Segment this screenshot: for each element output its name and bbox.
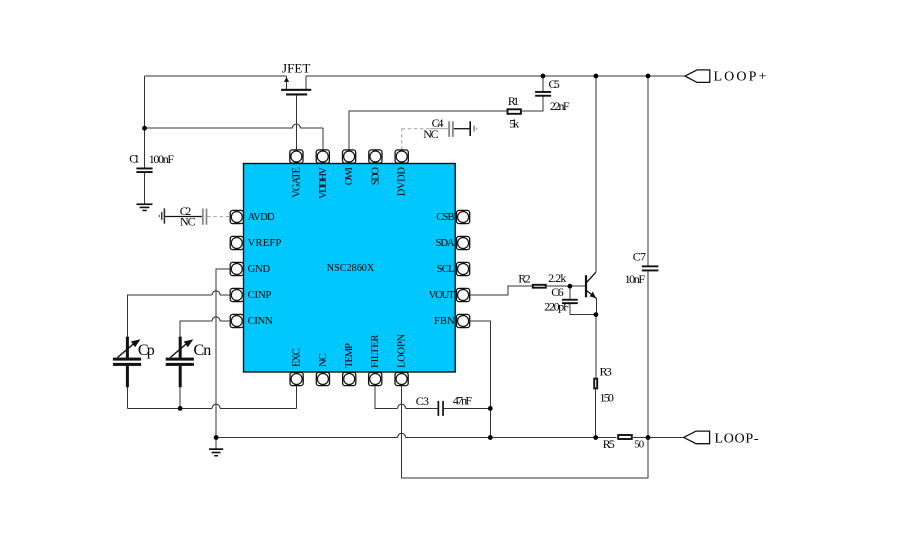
svg-text:NC: NC [180, 214, 196, 228]
svg-text:NSC2860X: NSC2860X [327, 263, 375, 274]
svg-text:2.2k: 2.2k [548, 271, 566, 285]
svg-text:VOUT: VOUT [429, 290, 456, 301]
svg-text:SCL: SCL [437, 264, 455, 275]
svg-text:FBN: FBN [434, 316, 455, 327]
svg-text:Cp: Cp [138, 342, 155, 359]
svg-text:AVDD: AVDD [248, 212, 275, 223]
svg-text:22nF: 22nF [550, 99, 570, 113]
svg-text:CINP: CINP [248, 290, 272, 301]
svg-text:GND: GND [248, 264, 271, 275]
svg-text:10nF: 10nF [625, 272, 646, 286]
svg-text:NC: NC [423, 127, 438, 141]
svg-text:JFET: JFET [282, 61, 310, 76]
svg-text:SDA: SDA [436, 238, 455, 249]
svg-text:220pF: 220pF [544, 300, 570, 314]
svg-text:LOOPN: LOOPN [397, 333, 408, 368]
svg-text:5k: 5k [509, 116, 519, 130]
svg-text:C1: C1 [129, 151, 139, 165]
svg-text:C7: C7 [633, 249, 646, 263]
svg-text:R3: R3 [600, 365, 612, 379]
svg-text:NC: NC [318, 353, 329, 367]
svg-text:50: 50 [634, 438, 644, 450]
svg-text:EXC: EXC [292, 348, 303, 367]
svg-text:CINN: CINN [248, 316, 273, 327]
svg-text:VREFP: VREFP [248, 238, 282, 249]
svg-text:C3: C3 [416, 394, 429, 408]
svg-text:C4: C4 [432, 116, 444, 130]
svg-text:100nF: 100nF [149, 152, 175, 166]
svg-text:C5: C5 [549, 77, 560, 91]
svg-text:150: 150 [600, 391, 614, 405]
svg-text:OWI: OWI [344, 167, 355, 186]
svg-text:R1: R1 [508, 94, 519, 108]
svg-text:VDDHV: VDDHV [318, 167, 329, 199]
svg-text:C6: C6 [551, 285, 563, 299]
svg-text:VGATE: VGATE [291, 167, 302, 198]
svg-text:SDO: SDO [370, 167, 381, 186]
svg-text:R2: R2 [518, 272, 530, 286]
svg-text:47nF: 47nF [453, 393, 472, 407]
svg-text:DVDD: DVDD [397, 167, 408, 197]
svg-text:C2: C2 [180, 204, 192, 218]
svg-text:CSB: CSB [436, 212, 454, 223]
svg-text:Cn: Cn [194, 342, 212, 359]
svg-text:R5: R5 [603, 437, 615, 451]
svg-text:LOOP+: LOOP+ [714, 70, 767, 85]
svg-text:LOOP-: LOOP- [715, 432, 759, 447]
svg-text:FILTER: FILTER [370, 334, 381, 368]
svg-text:TEMP: TEMP [344, 343, 355, 368]
